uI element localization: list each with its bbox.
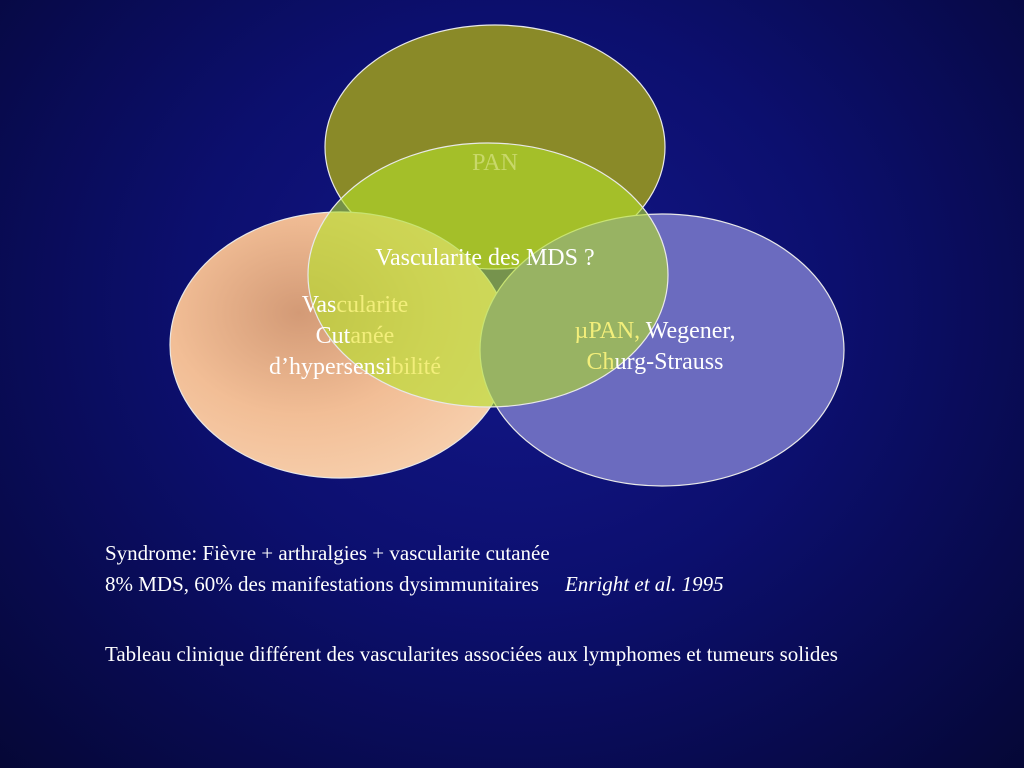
left-label-line-3-inner: bilité [391, 354, 441, 380]
right-label-line-2: Churg-Strauss [505, 347, 805, 378]
left-label-line-1: Vascularite [195, 290, 515, 321]
center-label: Vascularite des MDS ? [375, 245, 595, 271]
left-label-line-2-outer: Cut [315, 323, 351, 349]
notes-block: Syndrome: Fièvre + arthralgies + vascula… [105, 538, 985, 670]
center-circle [307, 142, 669, 408]
left-label-line-2: Cutanée [195, 321, 515, 352]
left-label: Vascularite Cutanée d’hypersensibilité [195, 290, 515, 383]
spacer [105, 600, 985, 639]
venn-svg [169, 24, 845, 487]
left-label-line-1-outer: Vas [301, 292, 337, 318]
left-label-line-3-outer: d’hypersensi [269, 354, 392, 380]
right-label-line-1-inner: µPAN, [574, 318, 646, 344]
venn-diagram: PAN Vascularite des MDS ? Vascularite Cu… [169, 24, 845, 487]
citation: Enright et al. 1995 [564, 572, 724, 596]
mds-stats-text: 8% MDS, 60% des manifestations dysimmuni… [105, 572, 539, 596]
right-label: µPAN, Wegener, Churg-Strauss [505, 316, 805, 378]
mds-stats-line: 8% MDS, 60% des manifestations dysimmuni… [105, 569, 985, 600]
right-label-line-2-outer: urg-Strauss [614, 349, 724, 375]
right-label-line-2-inner: Ch [586, 349, 615, 375]
right-label-line-1-outer: Wegener, [645, 318, 736, 344]
left-label-line-1-inner: cularite [336, 292, 409, 318]
clinical-paragraph: Tableau clinique différent des vasculari… [105, 642, 838, 666]
syndrome-line: Syndrome: Fièvre + arthralgies + vascula… [105, 541, 550, 565]
right-label-line-1: µPAN, Wegener, [505, 316, 805, 347]
left-label-line-2-inner: anée [350, 323, 395, 349]
pan-label: PAN [472, 150, 518, 176]
left-label-line-3: d’hypersensibilité [195, 352, 515, 383]
